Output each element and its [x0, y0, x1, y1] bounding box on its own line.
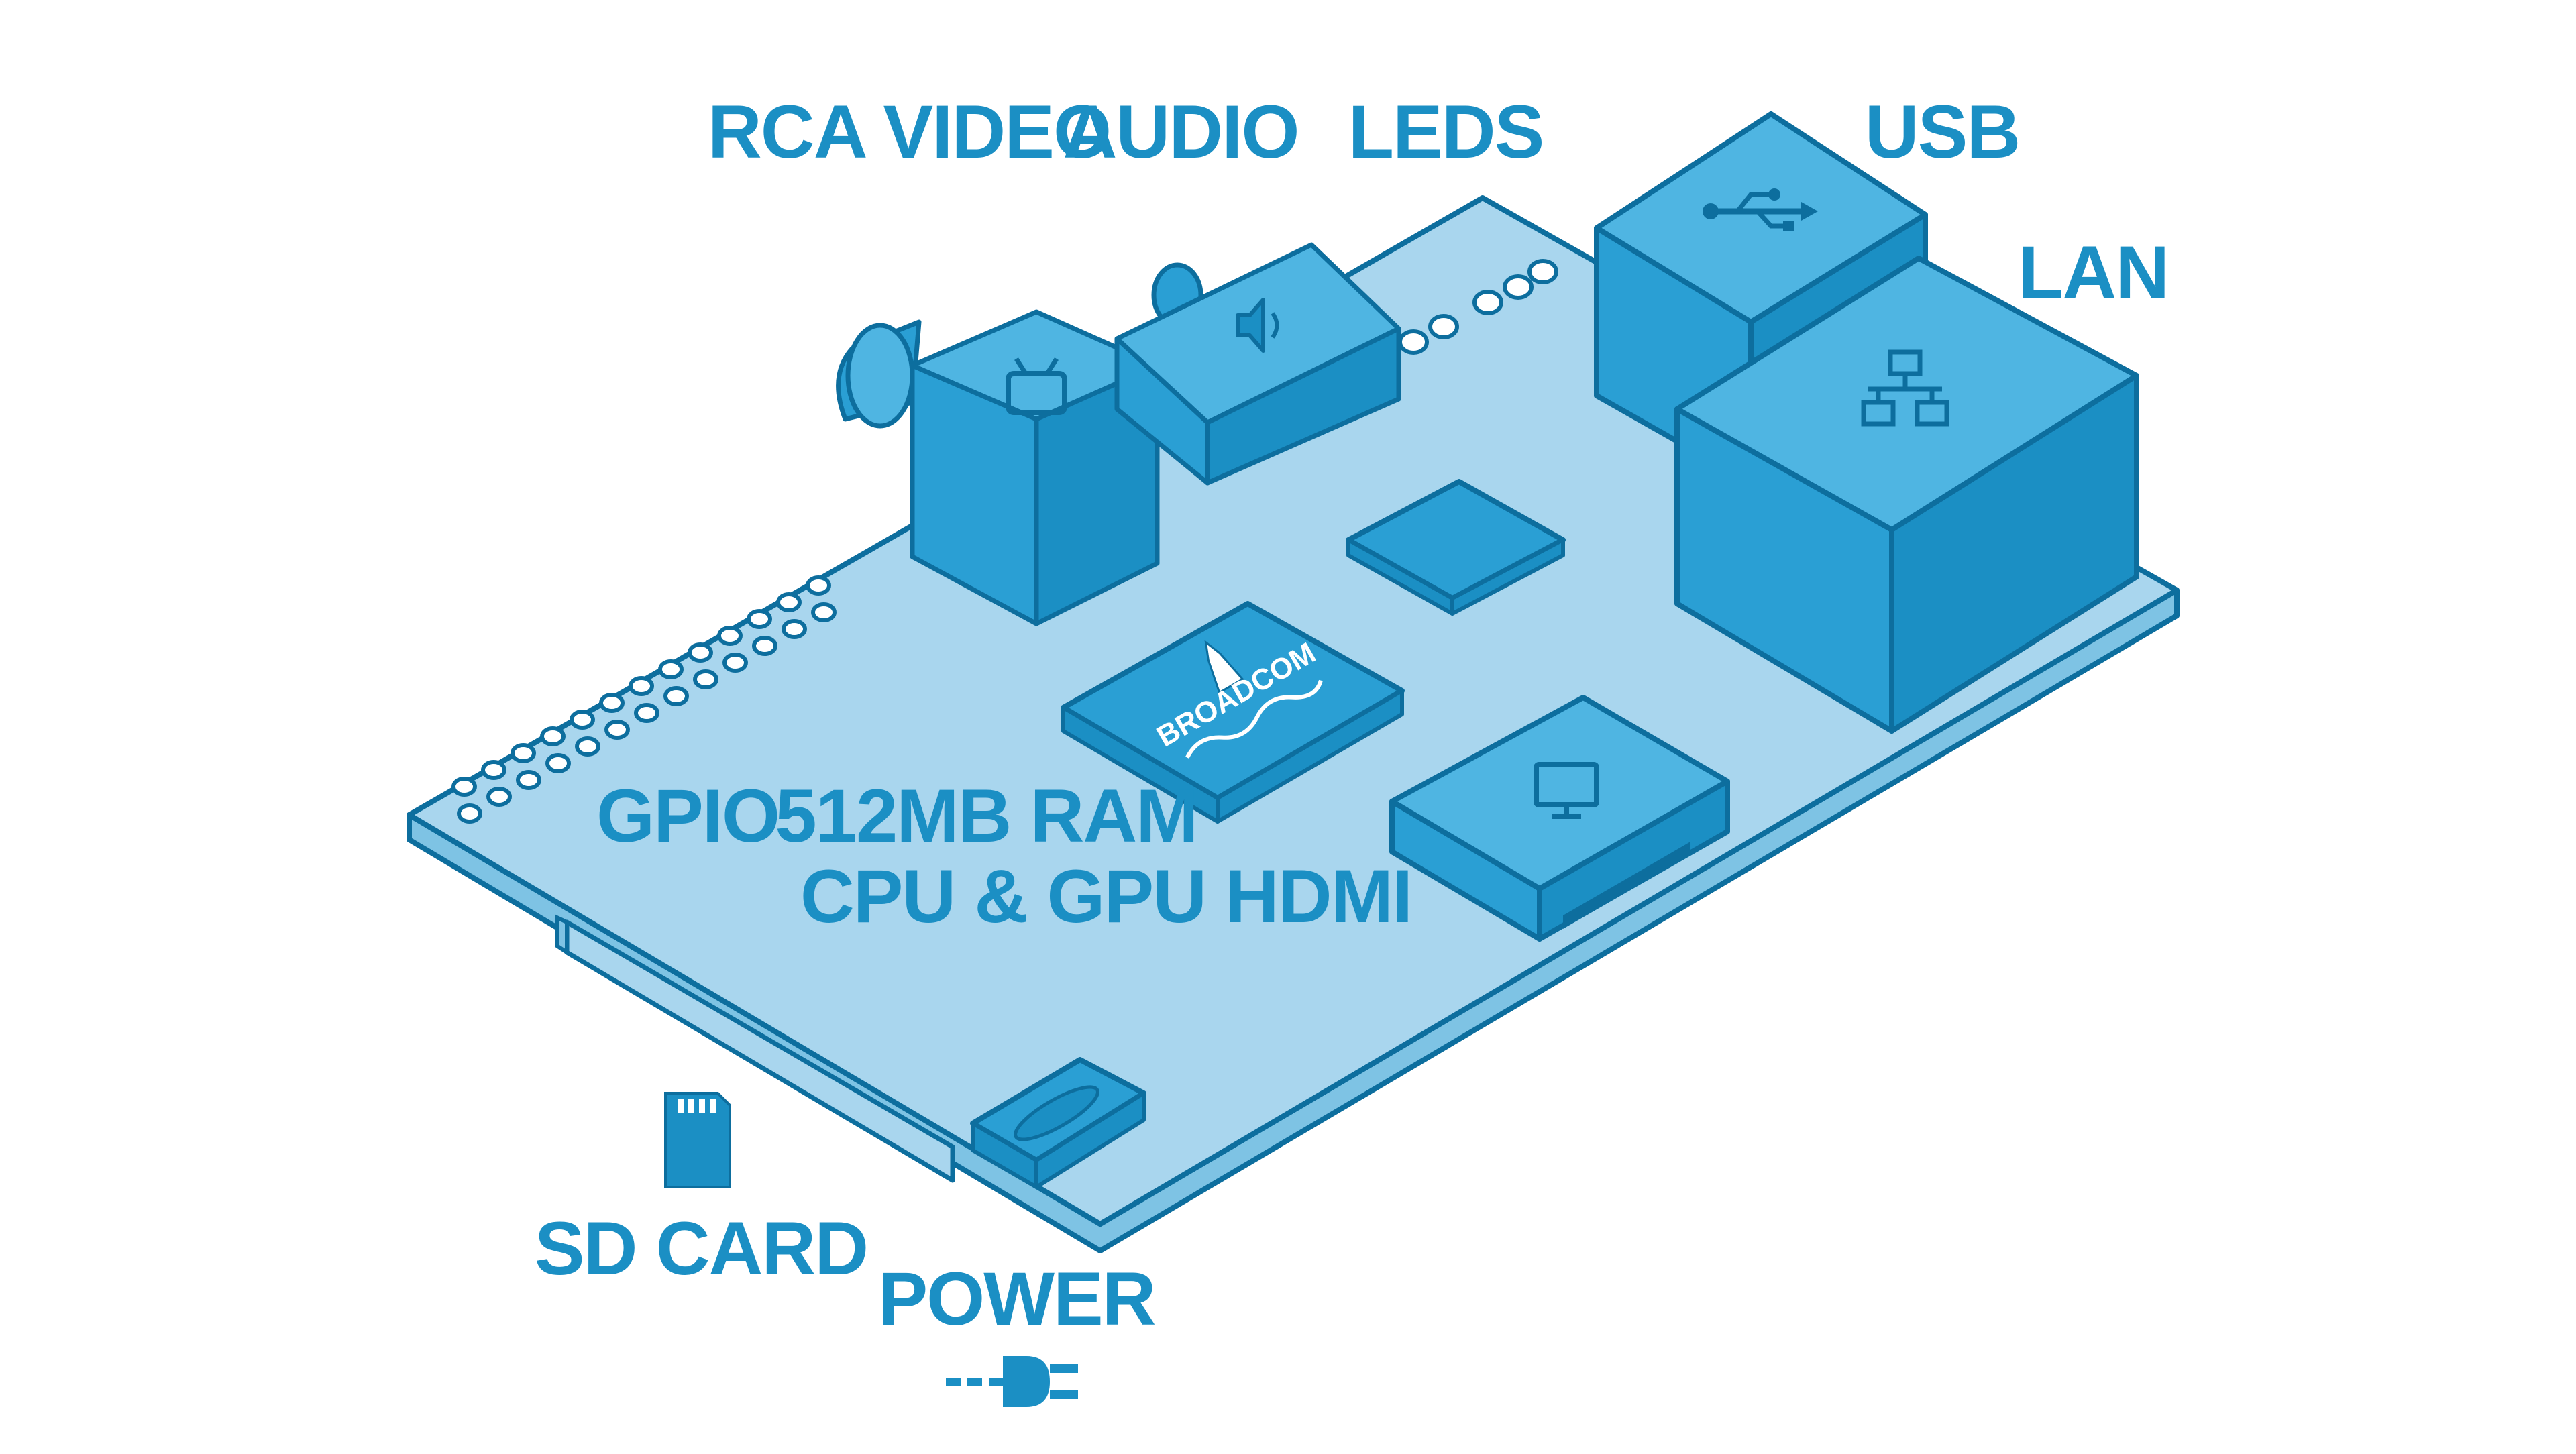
sd-card-slot	[555, 914, 955, 1183]
lan-connector	[1674, 256, 2139, 734]
label-hdmi: HDMI	[1225, 854, 1411, 938]
gpio-pin	[486, 787, 512, 807]
gpio-pin	[575, 736, 600, 757]
speaker-icon	[1236, 298, 1279, 353]
label-ram-line1: 512MB RAM	[775, 774, 1197, 858]
gpio-pin	[688, 642, 713, 663]
network-icon	[1861, 349, 1949, 427]
tv-icon	[1006, 357, 1067, 415]
label-sd-card: SD CARD	[535, 1207, 867, 1290]
label-ram-line2: CPU & GPU	[800, 854, 1205, 938]
label-rca-video: RCA VIDEO	[708, 90, 1110, 174]
label-usb: USB	[1865, 90, 2019, 174]
gpio-pin	[511, 743, 536, 763]
rca-video-connector	[836, 309, 1160, 626]
gpio-pin	[776, 592, 802, 612]
monitor-icon	[1534, 762, 1599, 819]
usb-icon	[1703, 188, 1818, 231]
gpio-pin	[782, 619, 807, 639]
gpio-pin	[457, 803, 482, 824]
gpio-pin	[604, 720, 630, 740]
gpio-pin	[752, 636, 777, 656]
gpio-pin-header	[451, 575, 837, 824]
gpio-pin	[599, 693, 625, 713]
broadcom-soc-chip: BROADCOM	[1061, 601, 1405, 824]
gpio-pin	[516, 770, 541, 790]
label-lan: LAN	[2018, 231, 2168, 315]
gpio-pin	[540, 726, 566, 746]
gpio-pin	[747, 609, 772, 629]
gpio-pin	[451, 777, 477, 797]
audio-connector	[1114, 242, 1401, 486]
power-plug-icon	[946, 1356, 1078, 1407]
gpio-pin	[481, 760, 506, 780]
gpio-pin	[629, 676, 654, 696]
gpio-pin	[634, 703, 659, 723]
sd-card-icon	[664, 1092, 731, 1188]
power-connector	[970, 1057, 1146, 1189]
gpio-pin	[545, 753, 571, 773]
led-indicators	[1398, 259, 1558, 355]
label-leds: LEDS	[1348, 90, 1544, 174]
label-gpio: GPIO	[596, 774, 779, 858]
gpio-pin	[722, 653, 748, 673]
label-audio: AUDIO	[1063, 90, 1299, 174]
gpio-pin	[570, 710, 595, 730]
usb-lan-controller-chip	[1346, 479, 1566, 616]
gpio-pin	[717, 626, 743, 646]
gpio-pin	[806, 575, 831, 596]
hdmi-connector	[1389, 695, 1730, 942]
gpio-pin	[663, 686, 689, 706]
gpio-pin	[658, 659, 684, 679]
gpio-pin	[693, 669, 718, 689]
gpio-pin	[811, 602, 837, 622]
label-power: POWER	[877, 1257, 1155, 1341]
